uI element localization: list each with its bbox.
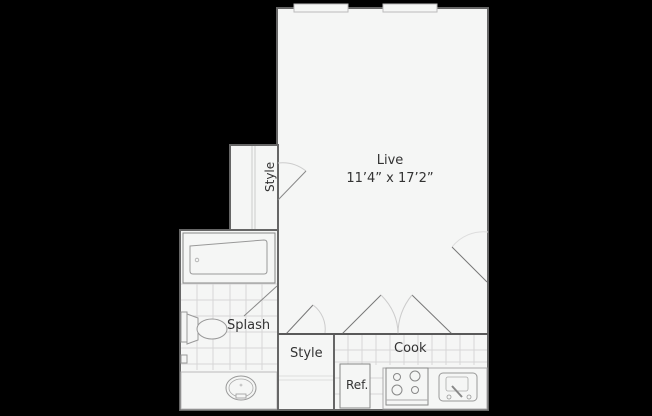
toilet-tank bbox=[180, 311, 188, 343]
burner bbox=[409, 370, 421, 382]
range bbox=[385, 367, 429, 406]
room-label-style-closet: Style bbox=[263, 161, 277, 192]
room-style-closet bbox=[229, 144, 279, 231]
burner bbox=[393, 373, 401, 381]
window bbox=[293, 3, 349, 13]
burner bbox=[391, 384, 403, 396]
room-dimensions-live: 11’4” x 17’2” bbox=[346, 171, 434, 186]
room-live bbox=[276, 7, 489, 335]
toilet-bowl bbox=[196, 318, 228, 340]
window bbox=[382, 3, 438, 13]
refrigerator bbox=[339, 363, 371, 409]
sink bbox=[225, 375, 257, 401]
bathtub bbox=[182, 232, 276, 284]
room-name-live: Live bbox=[376, 153, 404, 168]
room-label-cook: Cook bbox=[394, 341, 427, 356]
burner bbox=[411, 386, 419, 394]
refrigerator-label: Ref. bbox=[346, 378, 369, 392]
room-label-live: Live 11’4” x 17’2” bbox=[330, 152, 450, 188]
room-label-splash: Splash bbox=[227, 318, 271, 333]
room-label-style-entry: Style bbox=[290, 346, 323, 361]
kitchen-sink bbox=[438, 372, 478, 402]
